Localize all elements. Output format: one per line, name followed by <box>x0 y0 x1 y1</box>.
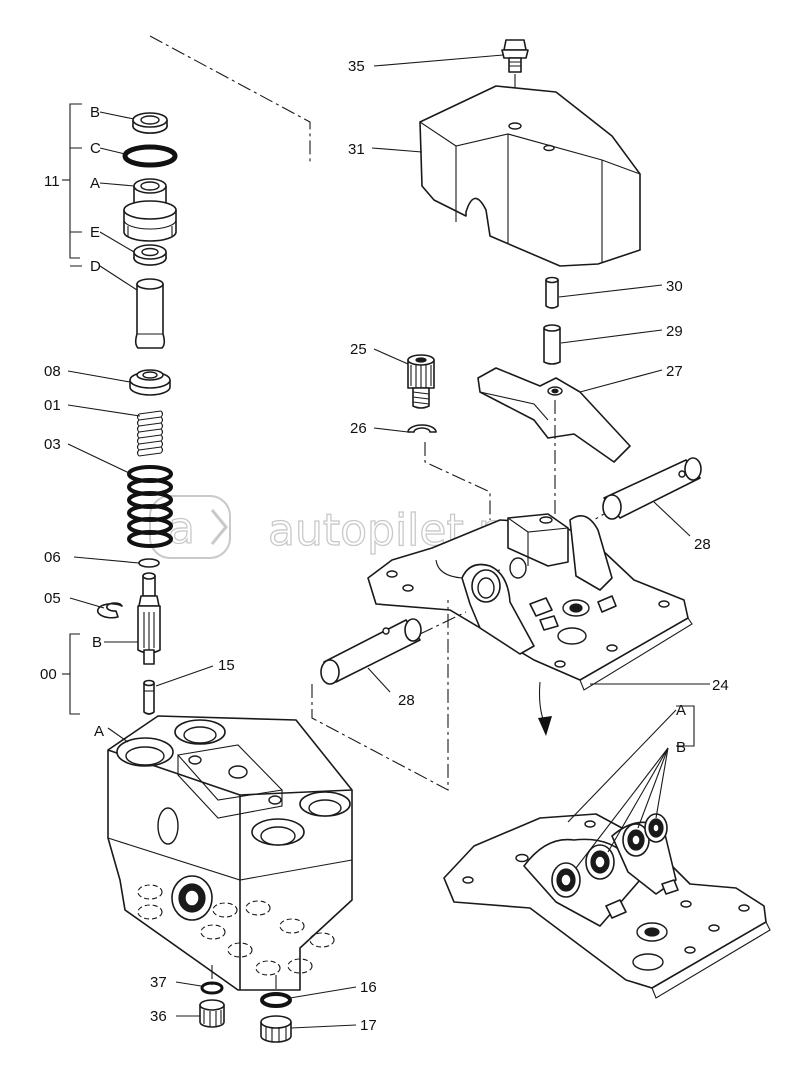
label-a-right: A <box>676 702 686 719</box>
part-11a-plug <box>123 178 177 242</box>
part-27-lever <box>477 367 631 463</box>
label-b-top: B <box>90 104 100 121</box>
part-11b-seal <box>132 112 168 134</box>
label-b-mid: B <box>92 634 102 651</box>
part-36-plug <box>199 999 225 1028</box>
pedal-assembly-parts <box>311 39 771 999</box>
part-24-bracket <box>367 513 693 691</box>
view-arrow <box>538 681 552 736</box>
label-27: 27 <box>666 363 683 380</box>
label-a-mid: A <box>94 723 104 740</box>
part-11d-sleeve <box>134 278 166 349</box>
part-25-screw <box>407 354 435 409</box>
leader-lines <box>62 54 710 1029</box>
bushing-4 <box>644 813 668 843</box>
label-11: 11 <box>44 173 60 190</box>
part-08-seat <box>129 369 171 396</box>
label-01: 01 <box>44 397 61 414</box>
part-06-washer <box>138 558 160 568</box>
part-30-pin <box>545 276 559 309</box>
label-35: 35 <box>348 58 365 75</box>
part-labels: 35 31 30 29 27 25 26 28 28 24 A B B C 11… <box>40 58 729 1034</box>
part-11c-oring <box>122 144 178 168</box>
part-29-pin <box>543 324 561 365</box>
label-b-right: B <box>676 739 686 756</box>
label-16: 16 <box>360 979 377 996</box>
label-03: 03 <box>44 436 61 453</box>
bushing-2 <box>585 844 615 880</box>
label-24: 24 <box>712 677 729 694</box>
part-31-cover <box>419 85 641 267</box>
label-25: 25 <box>350 341 367 358</box>
label-06: 06 <box>44 549 61 566</box>
part-16-oring <box>260 992 292 1008</box>
part-28-pin-upper <box>602 457 702 520</box>
label-26: 26 <box>350 420 367 437</box>
part-35-bolt <box>501 39 529 73</box>
label-37: 37 <box>150 974 167 991</box>
label-15: 15 <box>218 657 235 674</box>
label-a-top: A <box>90 175 100 192</box>
part-01-inner-spring <box>136 410 164 457</box>
part-24-detail-view <box>443 813 771 999</box>
part-11e-ring <box>133 244 167 266</box>
part-00a-body <box>107 715 353 991</box>
bushing-1 <box>551 862 581 898</box>
label-00: 00 <box>40 666 57 683</box>
bushing-3 <box>622 823 650 857</box>
part-00b-spool <box>137 572 161 665</box>
label-28-lower: 28 <box>398 692 415 709</box>
part-15-pin <box>143 679 155 715</box>
label-c: C <box>90 140 101 157</box>
label-e: E <box>90 224 100 241</box>
label-30: 30 <box>666 278 683 295</box>
label-36: 36 <box>150 1008 167 1025</box>
part-26-washer <box>407 424 437 433</box>
part-17-plug <box>260 1015 292 1043</box>
part-28-pin-lower <box>320 618 422 685</box>
label-29: 29 <box>666 323 683 340</box>
part-03-outer-spring <box>127 465 173 548</box>
label-08: 08 <box>44 363 61 380</box>
label-05: 05 <box>44 590 61 607</box>
label-d: D <box>90 258 101 275</box>
label-17: 17 <box>360 1017 377 1034</box>
part-05-clip <box>96 602 123 619</box>
valve-assembly-parts <box>96 35 353 1043</box>
label-31: 31 <box>348 141 365 158</box>
label-28-upper: 28 <box>694 536 711 553</box>
